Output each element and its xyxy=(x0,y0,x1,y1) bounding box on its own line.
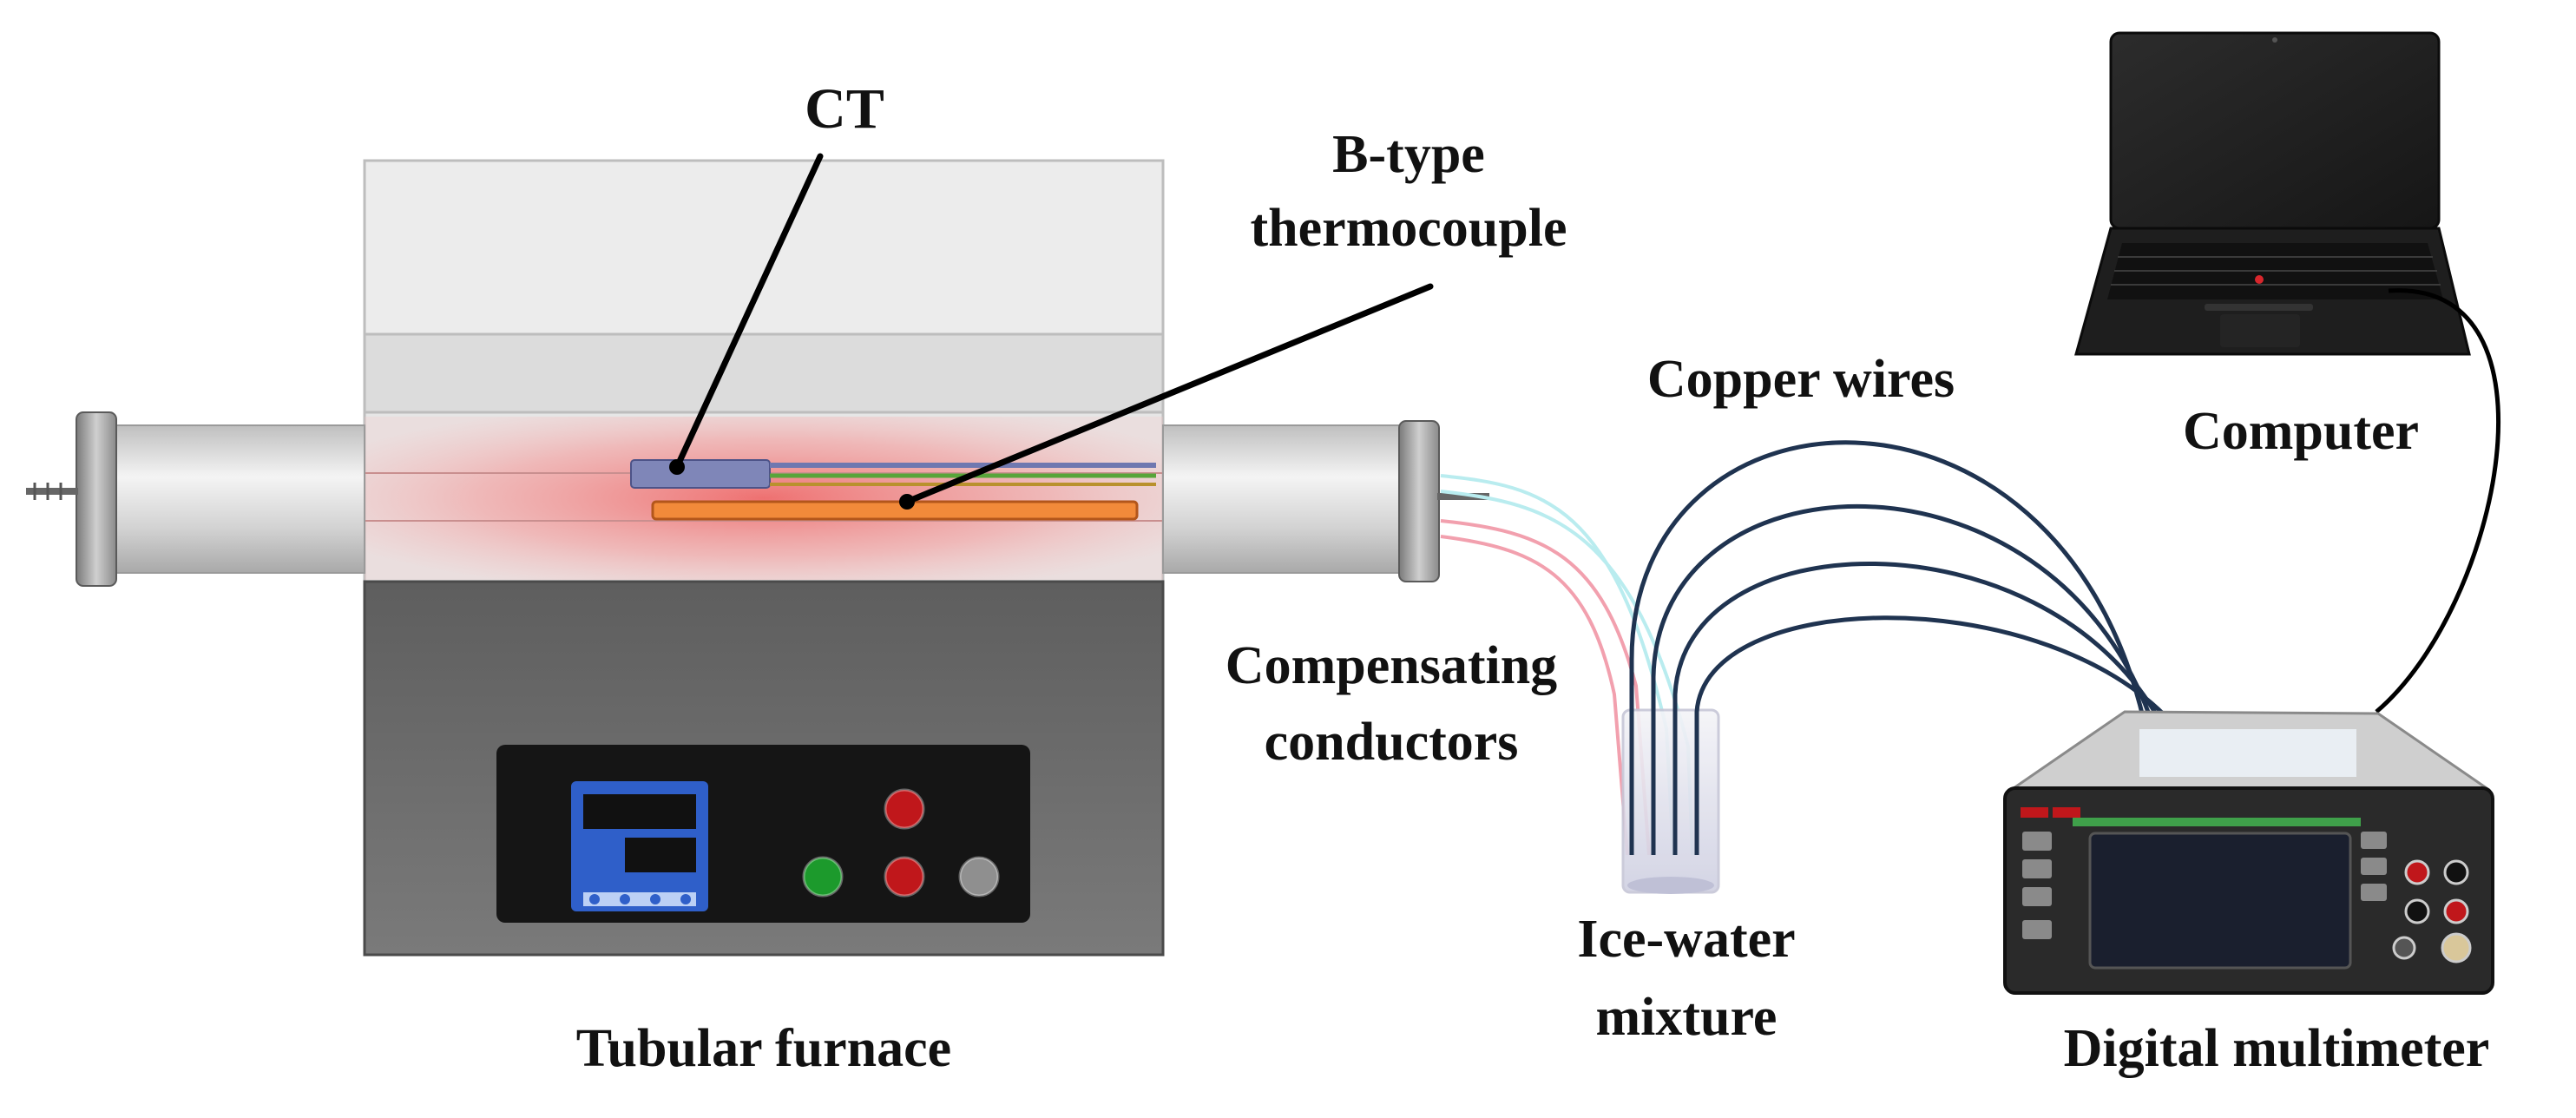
work-tube xyxy=(26,411,1489,587)
furnace-icon xyxy=(363,159,1165,957)
multimeter-icon xyxy=(2003,710,2494,995)
compensating-label-line1: Compensating xyxy=(1226,636,1557,695)
digital-multimeter-label: Digital multimeter xyxy=(2064,1019,2490,1078)
laptop-icon xyxy=(2074,31,2471,356)
heat-glow xyxy=(365,417,1163,580)
red-button-bottom xyxy=(884,856,925,898)
b-type-label-line1: B-type xyxy=(1332,125,1485,184)
furnace-upper-band xyxy=(363,332,1165,414)
furnace-lid xyxy=(363,159,1165,336)
b-type-thermocouple-rod xyxy=(651,500,1139,521)
copper-wires xyxy=(1629,440,2166,855)
ice-water-label-line2: mixture xyxy=(1596,988,1778,1047)
tubular-furnace-label: Tubular furnace xyxy=(576,1019,951,1078)
compensating-conductors xyxy=(1440,474,1694,856)
compensating-label-line2: conductors xyxy=(1265,713,1519,772)
red-button-top xyxy=(884,788,925,830)
b-type-leader-line xyxy=(904,283,1434,505)
ct-label: CT xyxy=(805,77,884,141)
copper-wires-label: Copper wires xyxy=(1647,350,1955,409)
ct-sensor xyxy=(630,459,1156,489)
computer-label: Computer xyxy=(2183,402,2419,461)
ct-leader-line xyxy=(674,153,824,470)
ice-water-label-line1: Ice-water xyxy=(1577,910,1795,969)
temperature-controller-icon xyxy=(571,781,708,911)
b-type-label-line2: thermocouple xyxy=(1250,199,1567,258)
green-button xyxy=(802,856,844,898)
usb-cable xyxy=(2375,288,2501,714)
beaker-icon xyxy=(1621,708,1720,894)
gray-button xyxy=(958,856,1000,898)
